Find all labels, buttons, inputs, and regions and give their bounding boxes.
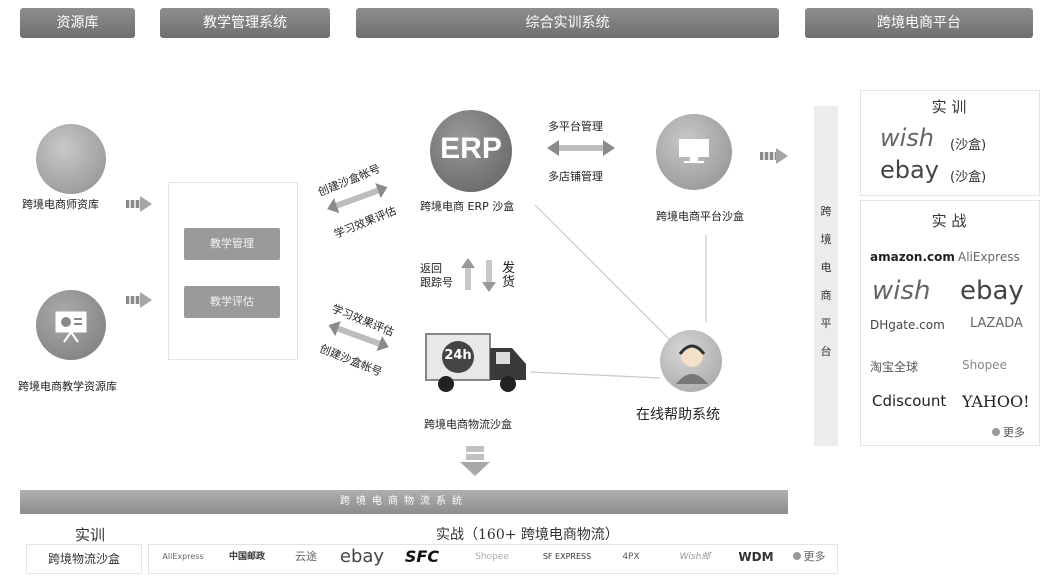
header-training: 综合实训系统 [356,8,779,38]
vertical-char: 平 [820,317,832,330]
logistics-logo: 云途 [295,550,317,563]
dhgate-logo: DHgate.com [870,318,945,332]
arrow-stripe [126,296,140,304]
header-platform: 跨境电商平台 [805,8,1033,38]
online-help-label: 在线帮助系统 [636,407,720,423]
more-circle-icon [792,552,801,560]
arrow-stripe [126,200,140,208]
logistics-logo: WDM [738,550,774,564]
teaching-resource-label: 跨境电商教学资源库 [18,380,117,393]
vertical-char: 电 [820,261,832,274]
double-arrow-top-icon [327,183,388,214]
more-circle-icon [992,428,1000,436]
erp-logo-icon [430,110,512,192]
logistics-logo: 4PX [622,552,640,562]
vertical-platform-strip [814,106,838,446]
vertical-char: 跨 [820,205,832,218]
lazada-logo: LAZADA [970,316,1023,331]
aliexpress-logo: AliExpress [958,250,1020,264]
teach-eval-button[interactable]: 教学评估 [184,286,280,318]
amazon-logo: amazon.com [870,250,955,264]
platform-practice-title: 实 战 [931,212,967,230]
headset-agent-icon [676,344,708,384]
ebay-logo: ebay [960,276,1024,306]
vertical-char: 台 [820,345,832,358]
vertical-char: 境 [820,233,832,246]
logistics-logo: 中国邮政 [228,552,265,562]
truck-icon [425,333,526,392]
teachers-label: 跨境电商师资库 [22,198,99,211]
arrow-stripe [760,152,776,160]
yahoo-logo: YAHOO! [962,392,1030,411]
arrow-right-icon [776,148,788,164]
more-logistics-label: 更多 [803,550,826,563]
wish-logo: wish [872,276,931,306]
logistics-logo: ebay [339,546,385,567]
wish-sandbox-logo: wish [880,124,935,152]
vertical-char: 商 [820,289,832,302]
logistics-sandbox-box[interactable] [26,544,142,574]
presentation-board-icon [55,311,87,343]
logistics-sandbox-button-label: 跨境物流沙盒 [47,552,120,566]
wish-sandbox-suffix: (沙盒) [950,138,987,153]
logistics-logo: SFC [404,547,440,566]
arrow-right-icon [140,196,152,212]
platform-practice-box [860,200,1040,446]
teachers-avatar-icon [36,124,106,194]
logistics-logo: Wish邮 [679,552,711,562]
teach-mgmt-button[interactable]: 教学管理 [184,228,280,260]
down-arrow-icon [460,446,490,476]
bottom-practice-title: 实战（160+ 跨境电商物流） [436,527,619,543]
logistics-logo: AliExpress [162,552,204,561]
logistics-logos-strip [148,544,838,574]
logistics-sandbox-label: 跨境电商物流沙盒 [424,418,512,431]
platform-sandbox-label: 跨境电商平台沙盒 [656,210,744,223]
return-tracking-label: 返回 跟踪号 [420,262,453,289]
logistics-logo: Shopee [475,552,509,562]
double-arrow-bottom-icon [328,321,389,352]
double-arrow-horizontal-icon [547,140,615,156]
platform-training-title: 实 训 [931,98,967,116]
ship-label: 发 货 [502,261,516,290]
logistics-logo: SF EXPRESS [542,552,592,561]
ebay-sandbox-suffix: (沙盒) [950,170,987,185]
arrow-right-icon [140,292,152,308]
erp-label: 跨境电商 ERP 沙盒 [420,200,515,213]
ebay-sandbox-logo: ebay [880,156,939,184]
header-resource: 资源库 [20,8,135,38]
more-platforms-label: 更多 [1003,426,1025,439]
tmall-logo: 淘宝全球 [870,360,919,374]
logistics-system-bar: 跨境电商物流系统 [20,490,788,514]
bottom-training-title: 实训 [74,526,105,544]
erp-logo-text: ERP [440,132,502,165]
teaching-management-box [168,182,298,360]
multi-store-label: 多店铺管理 [548,170,603,183]
more-logistics-link[interactable]: 更多 [786,544,832,570]
cdiscount-logo: Cdiscount [872,392,947,410]
up-down-arrows-icon [461,258,496,292]
truck-badge: 24h [444,348,472,363]
shopee-logo: Shopee [962,358,1007,372]
more-platforms-link[interactable]: 更多 [992,424,1025,440]
platform-training-box [860,90,1040,196]
header-teaching: 教学管理系统 [160,8,330,38]
multi-platform-label: 多平台管理 [548,120,603,133]
monitor-icon [679,139,709,163]
